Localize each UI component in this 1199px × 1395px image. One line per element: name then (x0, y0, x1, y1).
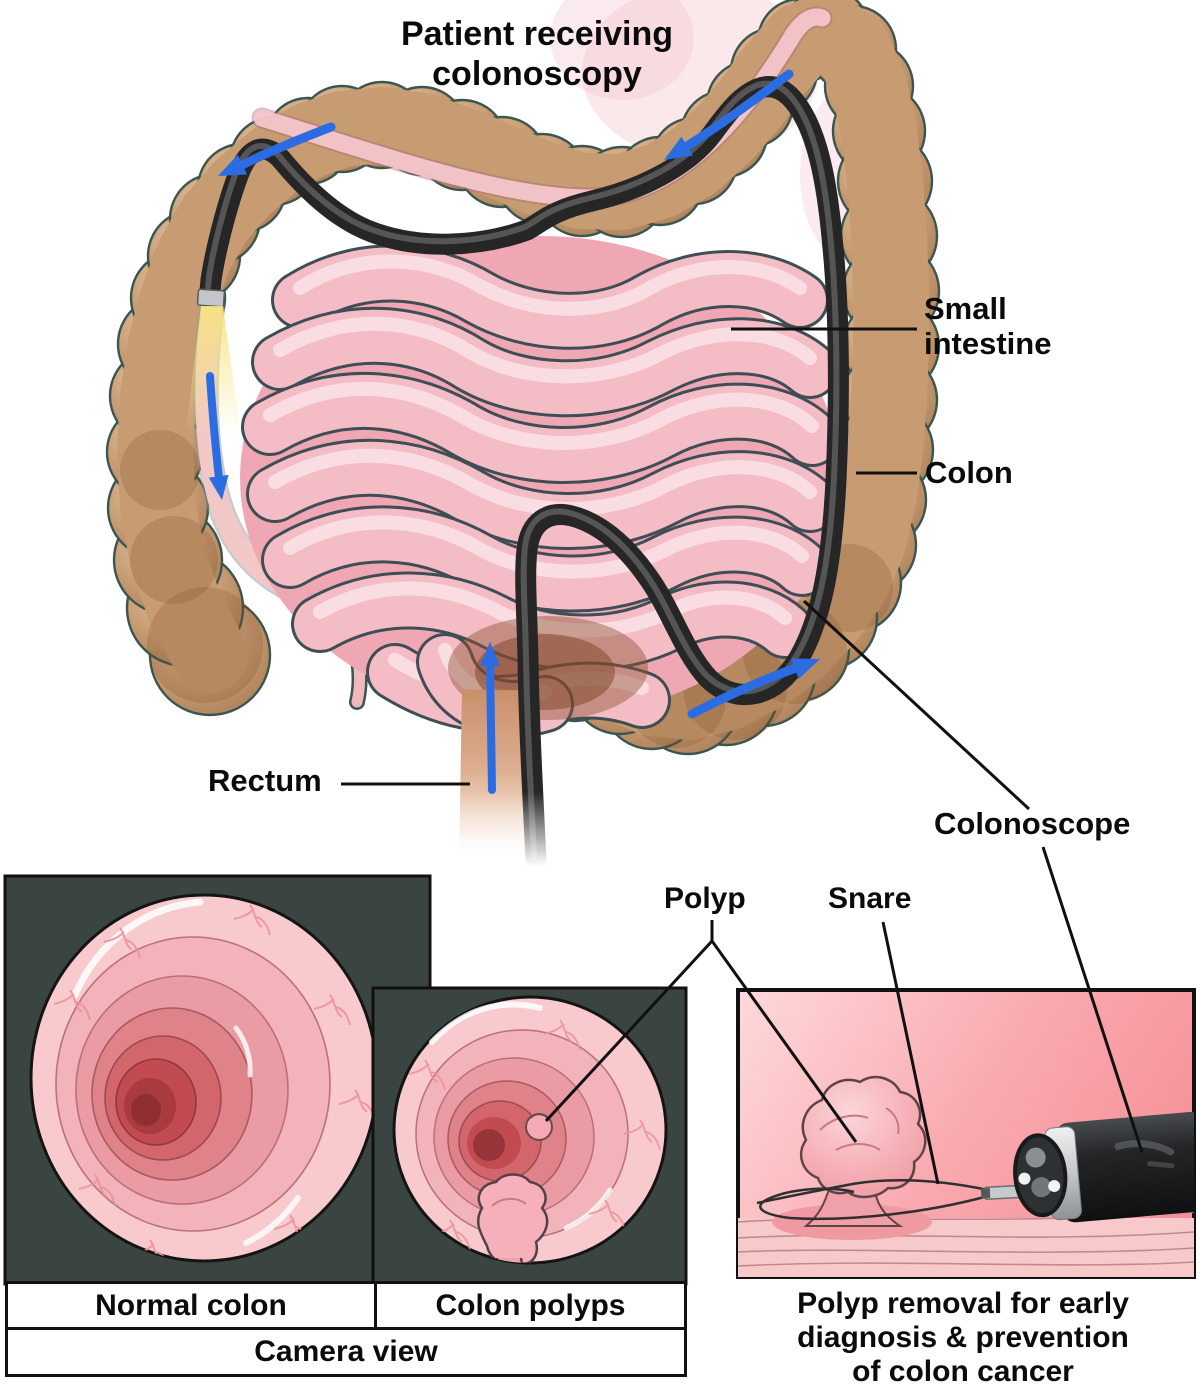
camera-view-caption-table: Normal colon Colon polyps Camera view (5, 1281, 687, 1377)
label-snare: Snare (828, 882, 912, 915)
scope-tip-band (196, 288, 226, 308)
polyp-removal-panel (736, 988, 1196, 1279)
large-polyp (476, 1173, 549, 1263)
caption-camera-view: Camera view (5, 1327, 687, 1377)
caption-colon-polyps: Colon polyps (374, 1281, 687, 1330)
page-title: Patient receiving colonoscopy (400, 15, 674, 93)
colonoscope-illustration (186, 76, 849, 871)
scope-light-icon (1018, 1172, 1031, 1185)
leader-colonoscope-2 (1041, 846, 1144, 1153)
leader-polyp-right (710, 940, 858, 1143)
label-polyp: Polyp (664, 882, 746, 915)
direction-arrows (206, 69, 820, 794)
leader-polyp-left (544, 939, 714, 1123)
camera-panel-polyps (371, 986, 688, 1286)
label-colonoscope: Colonoscope (934, 806, 1131, 841)
camera-panel-normal (3, 874, 432, 1286)
label-rectum: Rectum (208, 763, 322, 798)
caption-normal-colon: Normal colon (5, 1281, 377, 1330)
scope-light2-icon (1048, 1180, 1061, 1193)
removal-caption: Polyp removal for early diagnosis & prev… (758, 1287, 1168, 1389)
leader-snare (881, 921, 940, 1185)
scope-light-beam-icon (186, 306, 240, 430)
label-colon: Colon (925, 455, 1013, 490)
leader-lines (341, 327, 1144, 1185)
snare-wire (756, 1178, 989, 1221)
removal-scope (1013, 1111, 1194, 1223)
removal-caption-line1: Polyp removal for early (797, 1287, 1129, 1320)
label-small-intestine: Small intestine (924, 291, 1052, 361)
scope-channel-icon (1031, 1177, 1052, 1198)
removal-caption-line2: diagnosis & prevention (797, 1321, 1129, 1354)
removal-caption-line3: of colon cancer (852, 1355, 1074, 1388)
bottom-fade (358, 792, 688, 872)
leader-colonoscope-1 (802, 599, 1031, 811)
scope-lens-icon (1025, 1147, 1046, 1168)
